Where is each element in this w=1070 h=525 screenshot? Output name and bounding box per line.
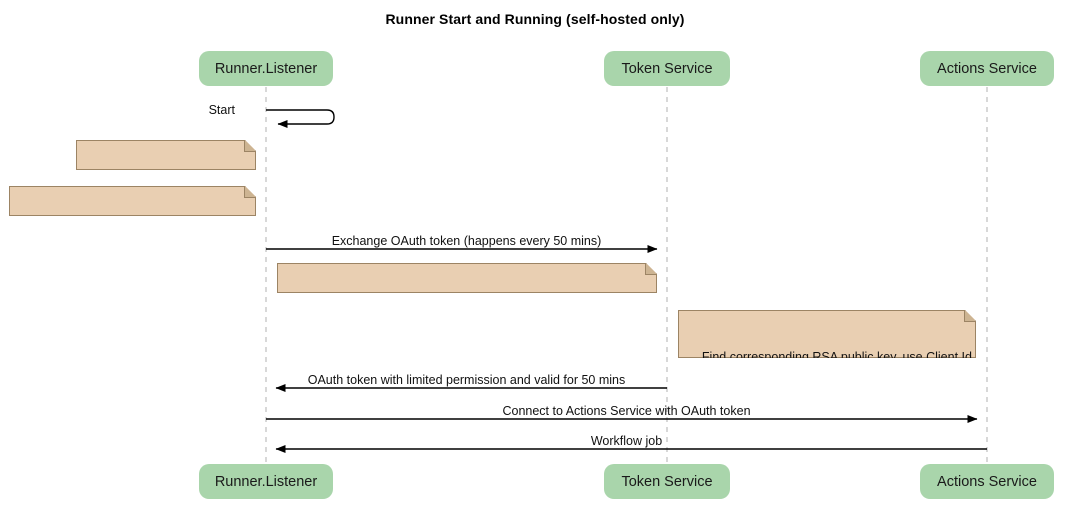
participant-label: Actions Service: [937, 60, 1037, 77]
note-load-config: Load config info from .runner: [76, 140, 256, 170]
participant-label: Runner.Listener: [214, 60, 318, 77]
participant-actions-top[interactable]: Actions Service: [920, 51, 1054, 86]
participant-label: Runner.Listener: [214, 473, 318, 490]
note-fold-icon: [244, 141, 255, 152]
note-fold-icon: [964, 311, 975, 322]
note-load-token-registration: Load token registration from .credential…: [9, 186, 256, 216]
message-label-exchange-oauth: Exchange OAuth token (happens every 50 m…: [331, 234, 602, 248]
message-label-start: Start: [208, 103, 235, 117]
message-label-workflow-job: Workflow job: [590, 434, 663, 448]
note-construct-jwt: Construct JWT token, use Client Id signe…: [277, 263, 657, 293]
participant-label: Token Service: [621, 60, 713, 77]
lifelines: [265, 87, 988, 462]
note-verify-jwt: Find corresponding RSA public key, use C…: [678, 310, 976, 358]
note-fold-icon: [645, 264, 656, 275]
participant-label: Actions Service: [937, 473, 1037, 490]
message-arrow-msg-start: [266, 109, 335, 128]
participant-runner-bottom[interactable]: Runner.Listener: [199, 464, 333, 499]
message-label-connect-actions: Connect to Actions Service with OAuth to…: [502, 404, 751, 418]
participant-actions-bottom[interactable]: Actions Service: [920, 464, 1054, 499]
participant-token-top[interactable]: Token Service: [604, 51, 730, 86]
participant-runner-top[interactable]: Runner.Listener: [199, 51, 333, 86]
diagram-title: Runner Start and Running (self-hosted on…: [385, 11, 685, 27]
note-fold-icon: [244, 187, 255, 198]
participant-token-bottom[interactable]: Token Service: [604, 464, 730, 499]
participant-label: Token Service: [621, 473, 713, 490]
message-label-oauth-token-return: OAuth token with limited permission and …: [307, 373, 626, 387]
